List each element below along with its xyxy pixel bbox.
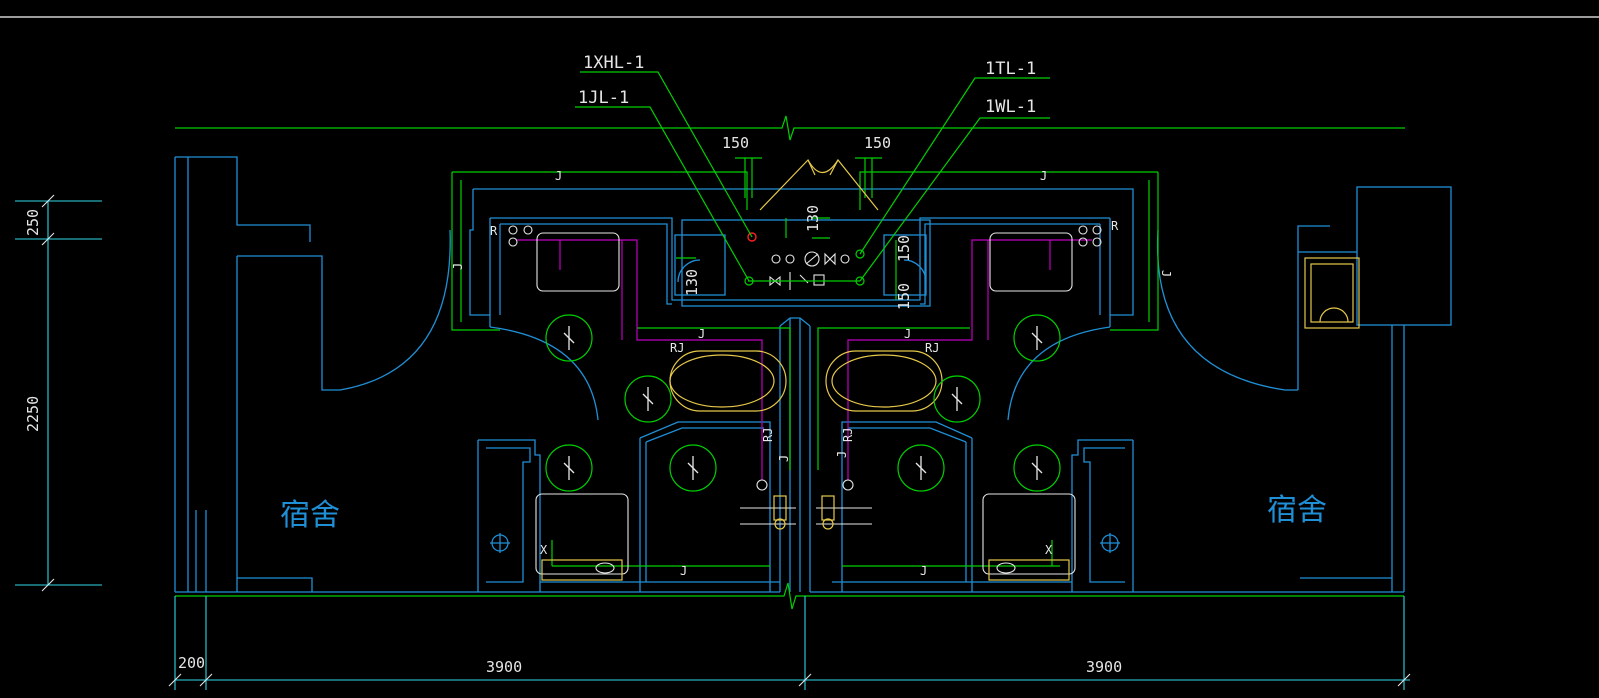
tag-1xhl-1: 1XHL-1 bbox=[583, 53, 644, 73]
label-rj-left: RJ bbox=[670, 341, 684, 355]
shower-mixers bbox=[740, 479, 872, 530]
cold-water-pipes bbox=[451, 157, 1159, 567]
label-rj-vertical-left: RJ bbox=[761, 428, 775, 442]
dim-150-top-right: 150 bbox=[864, 134, 891, 152]
label-j-vertical-right: J bbox=[835, 451, 849, 458]
dim-250-left: 250 bbox=[24, 209, 42, 236]
dim-150-top-left: 150 bbox=[722, 134, 749, 152]
label-rj-vertical-right: RJ bbox=[841, 428, 855, 442]
room-label-left: 宿舍 bbox=[280, 498, 340, 533]
dimension-lines bbox=[15, 194, 1411, 690]
riser-marks bbox=[563, 326, 1043, 480]
dim-3900-bottom-left: 3900 bbox=[486, 658, 522, 676]
hot-water-pipes bbox=[517, 239, 1092, 480]
label-rj-right: RJ bbox=[925, 341, 939, 355]
label-r-left: R bbox=[490, 224, 498, 238]
label-j-top-left: J bbox=[555, 169, 562, 183]
label-j-vertical-left: J bbox=[777, 455, 791, 462]
top-axis-line bbox=[175, 115, 1405, 141]
label-j-bottom-left: J bbox=[680, 564, 687, 578]
dim-150-right-a: 150 bbox=[895, 235, 913, 262]
shaft-valves bbox=[508, 225, 1102, 290]
bottom-axis-line bbox=[175, 582, 1404, 610]
label-j-right-vertical: J bbox=[1159, 270, 1173, 277]
tag-leaders bbox=[575, 71, 1050, 282]
dim-150-right-b: 150 bbox=[895, 283, 913, 310]
label-j-mid-right: J bbox=[904, 327, 911, 341]
room-label-right: 宿舍 bbox=[1267, 493, 1327, 528]
dim-130-left: 130 bbox=[683, 269, 701, 296]
tag-1wl-1: 1WL-1 bbox=[985, 97, 1036, 117]
label-x-left: X bbox=[540, 543, 548, 557]
dim-3900-bottom-right: 3900 bbox=[1086, 658, 1122, 676]
label-r-right: R bbox=[1111, 219, 1119, 233]
pipe-shaft-outline bbox=[759, 158, 879, 211]
label-j-left-vertical: J bbox=[451, 263, 465, 270]
tag-1tl-1: 1TL-1 bbox=[985, 59, 1036, 79]
label-j-top-right: J bbox=[1040, 169, 1047, 183]
label-x-right: X bbox=[1045, 543, 1053, 557]
dim-2250-left: 2250 bbox=[24, 396, 42, 432]
label-j-bottom-right: J bbox=[920, 564, 927, 578]
dim-200-bottom: 200 bbox=[178, 654, 205, 672]
riser-symbols bbox=[545, 314, 1061, 492]
tag-1jl-1: 1JL-1 bbox=[578, 88, 629, 108]
dim-130-mid: 130 bbox=[804, 205, 822, 232]
label-j-mid-left: J bbox=[698, 327, 705, 341]
